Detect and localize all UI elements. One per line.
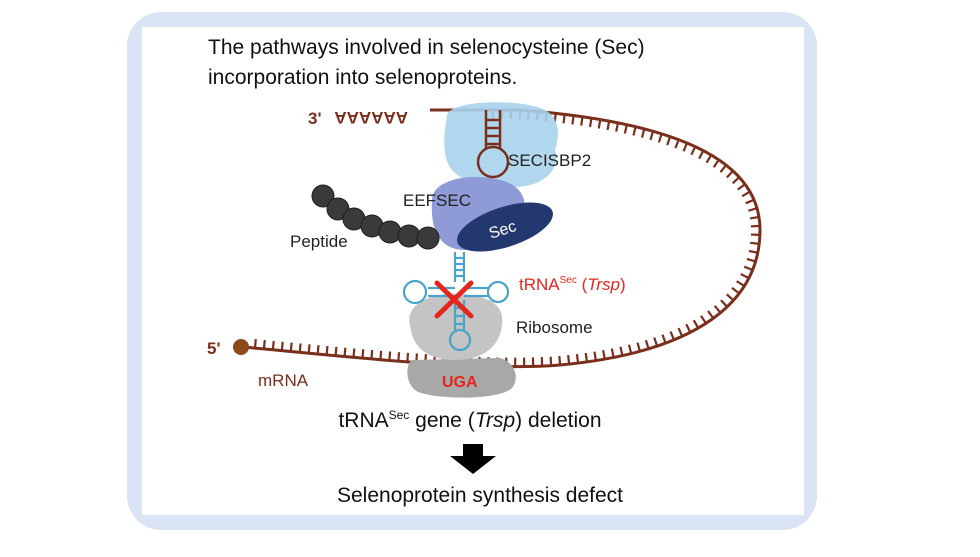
mrna-tick <box>731 176 741 185</box>
mrna-tick <box>705 154 713 164</box>
trna-label: tRNASec (Trsp) <box>519 275 626 294</box>
mrna-tick <box>731 287 740 295</box>
mrna-tick <box>750 241 760 245</box>
mrna-tick <box>307 344 311 354</box>
mrna-tick <box>748 207 758 212</box>
mrna-tick <box>571 115 575 125</box>
mrna-tick <box>640 128 646 138</box>
mrna-tick <box>736 280 745 287</box>
mrna-tick <box>707 310 715 319</box>
mrna-tick <box>623 124 628 134</box>
mrna-tick <box>343 347 347 357</box>
mrna-tick <box>682 142 688 152</box>
mrna-tick <box>719 164 727 173</box>
mrna-tick <box>713 305 722 314</box>
mrna-tick <box>549 356 553 366</box>
mrna-tick <box>644 339 650 350</box>
mrna-tick <box>748 249 758 254</box>
mrna-tick <box>316 345 320 355</box>
mrna-tick <box>653 337 659 347</box>
eefsec-label: EEFSEC <box>403 191 471 210</box>
ribosome-label: Ribosome <box>516 318 593 337</box>
secis-hairpin <box>476 110 510 179</box>
mrna-tick <box>627 344 633 354</box>
down-arrow-icon <box>450 444 496 474</box>
mrna-tick <box>619 346 624 356</box>
mrna-tick <box>737 183 746 191</box>
mrna-tick <box>692 319 700 329</box>
mrna-tick <box>575 353 580 364</box>
mrna-tick <box>370 349 374 360</box>
secisbp2-label: SECISBP2 <box>508 151 591 170</box>
mrna-tick <box>298 343 302 353</box>
mrna-tick <box>698 150 705 160</box>
mrna-tick <box>726 170 734 179</box>
mrna-tick <box>741 190 751 198</box>
mrna-tick <box>253 339 257 349</box>
diagram-title: The pathways involved in selenocysteine … <box>208 36 645 89</box>
mrna-tick <box>743 265 753 271</box>
mrna-tick <box>690 146 697 156</box>
peptide-chain <box>311 184 440 250</box>
mrna-tick <box>712 159 720 168</box>
mrna-tick <box>593 351 597 361</box>
mrna-tick <box>397 352 401 362</box>
mrna-tick <box>334 346 338 356</box>
mrna-tick <box>597 119 602 129</box>
mrna-tick <box>745 198 755 205</box>
mrna-tick <box>388 351 392 361</box>
outcome-caption: Selenoprotein synthesis defect <box>336 484 623 507</box>
mrna-tick <box>406 352 410 362</box>
mrna-tick <box>615 122 620 132</box>
uga-codon: UGA <box>442 374 478 391</box>
five-prime-cap <box>233 339 249 355</box>
mrna-label: mRNA <box>258 371 309 390</box>
mrna-tick <box>325 345 329 356</box>
mrna-tick <box>666 136 672 146</box>
five-prime-label: 5' <box>207 339 221 358</box>
mrna-tick <box>379 350 383 360</box>
mrna-tick <box>725 293 735 302</box>
mrna-tick <box>720 299 728 308</box>
mrna-tick <box>280 341 284 351</box>
mrna-tick <box>289 342 293 352</box>
mrna-tick <box>567 355 571 365</box>
three-prime-label: 3' <box>308 109 322 128</box>
mrna-tick <box>657 133 663 143</box>
mrna-tick <box>746 257 756 263</box>
mrna-tick <box>649 130 655 141</box>
mrna-tick <box>610 348 615 358</box>
ribosome-small-subunit <box>407 358 516 398</box>
mrna-tick <box>580 116 584 126</box>
mrna-tick <box>606 120 611 131</box>
mrna-tick <box>602 350 606 360</box>
mrna-tick <box>361 349 365 359</box>
mrna-tick <box>749 215 760 220</box>
mrna-tick <box>669 331 675 341</box>
mrna-tick <box>584 352 589 363</box>
peptide-label: Peptide <box>290 232 348 251</box>
deletion-caption: tRNASec gene (Trsp) deletion <box>338 408 602 432</box>
poly-a-tail: AAAAAA <box>334 108 408 127</box>
mrna-tick <box>636 342 641 352</box>
mrna-tick <box>271 340 275 350</box>
trna-sec <box>402 252 510 352</box>
mrna-tick <box>661 334 667 344</box>
sec-amino-acid <box>457 202 553 252</box>
mrna-tick <box>352 348 356 358</box>
mrna-tick <box>588 117 593 128</box>
mrna-tick <box>674 139 680 149</box>
mrna-tick <box>558 355 562 366</box>
mrna-tick <box>677 327 684 337</box>
mrna-tick <box>700 315 707 324</box>
mrna-tick <box>632 126 637 136</box>
deletion-cross-icon <box>434 280 474 319</box>
mrna-tick <box>685 323 692 333</box>
mrna-tick <box>262 339 266 350</box>
mrna-tick <box>740 273 750 280</box>
mrna-tick <box>562 114 566 124</box>
